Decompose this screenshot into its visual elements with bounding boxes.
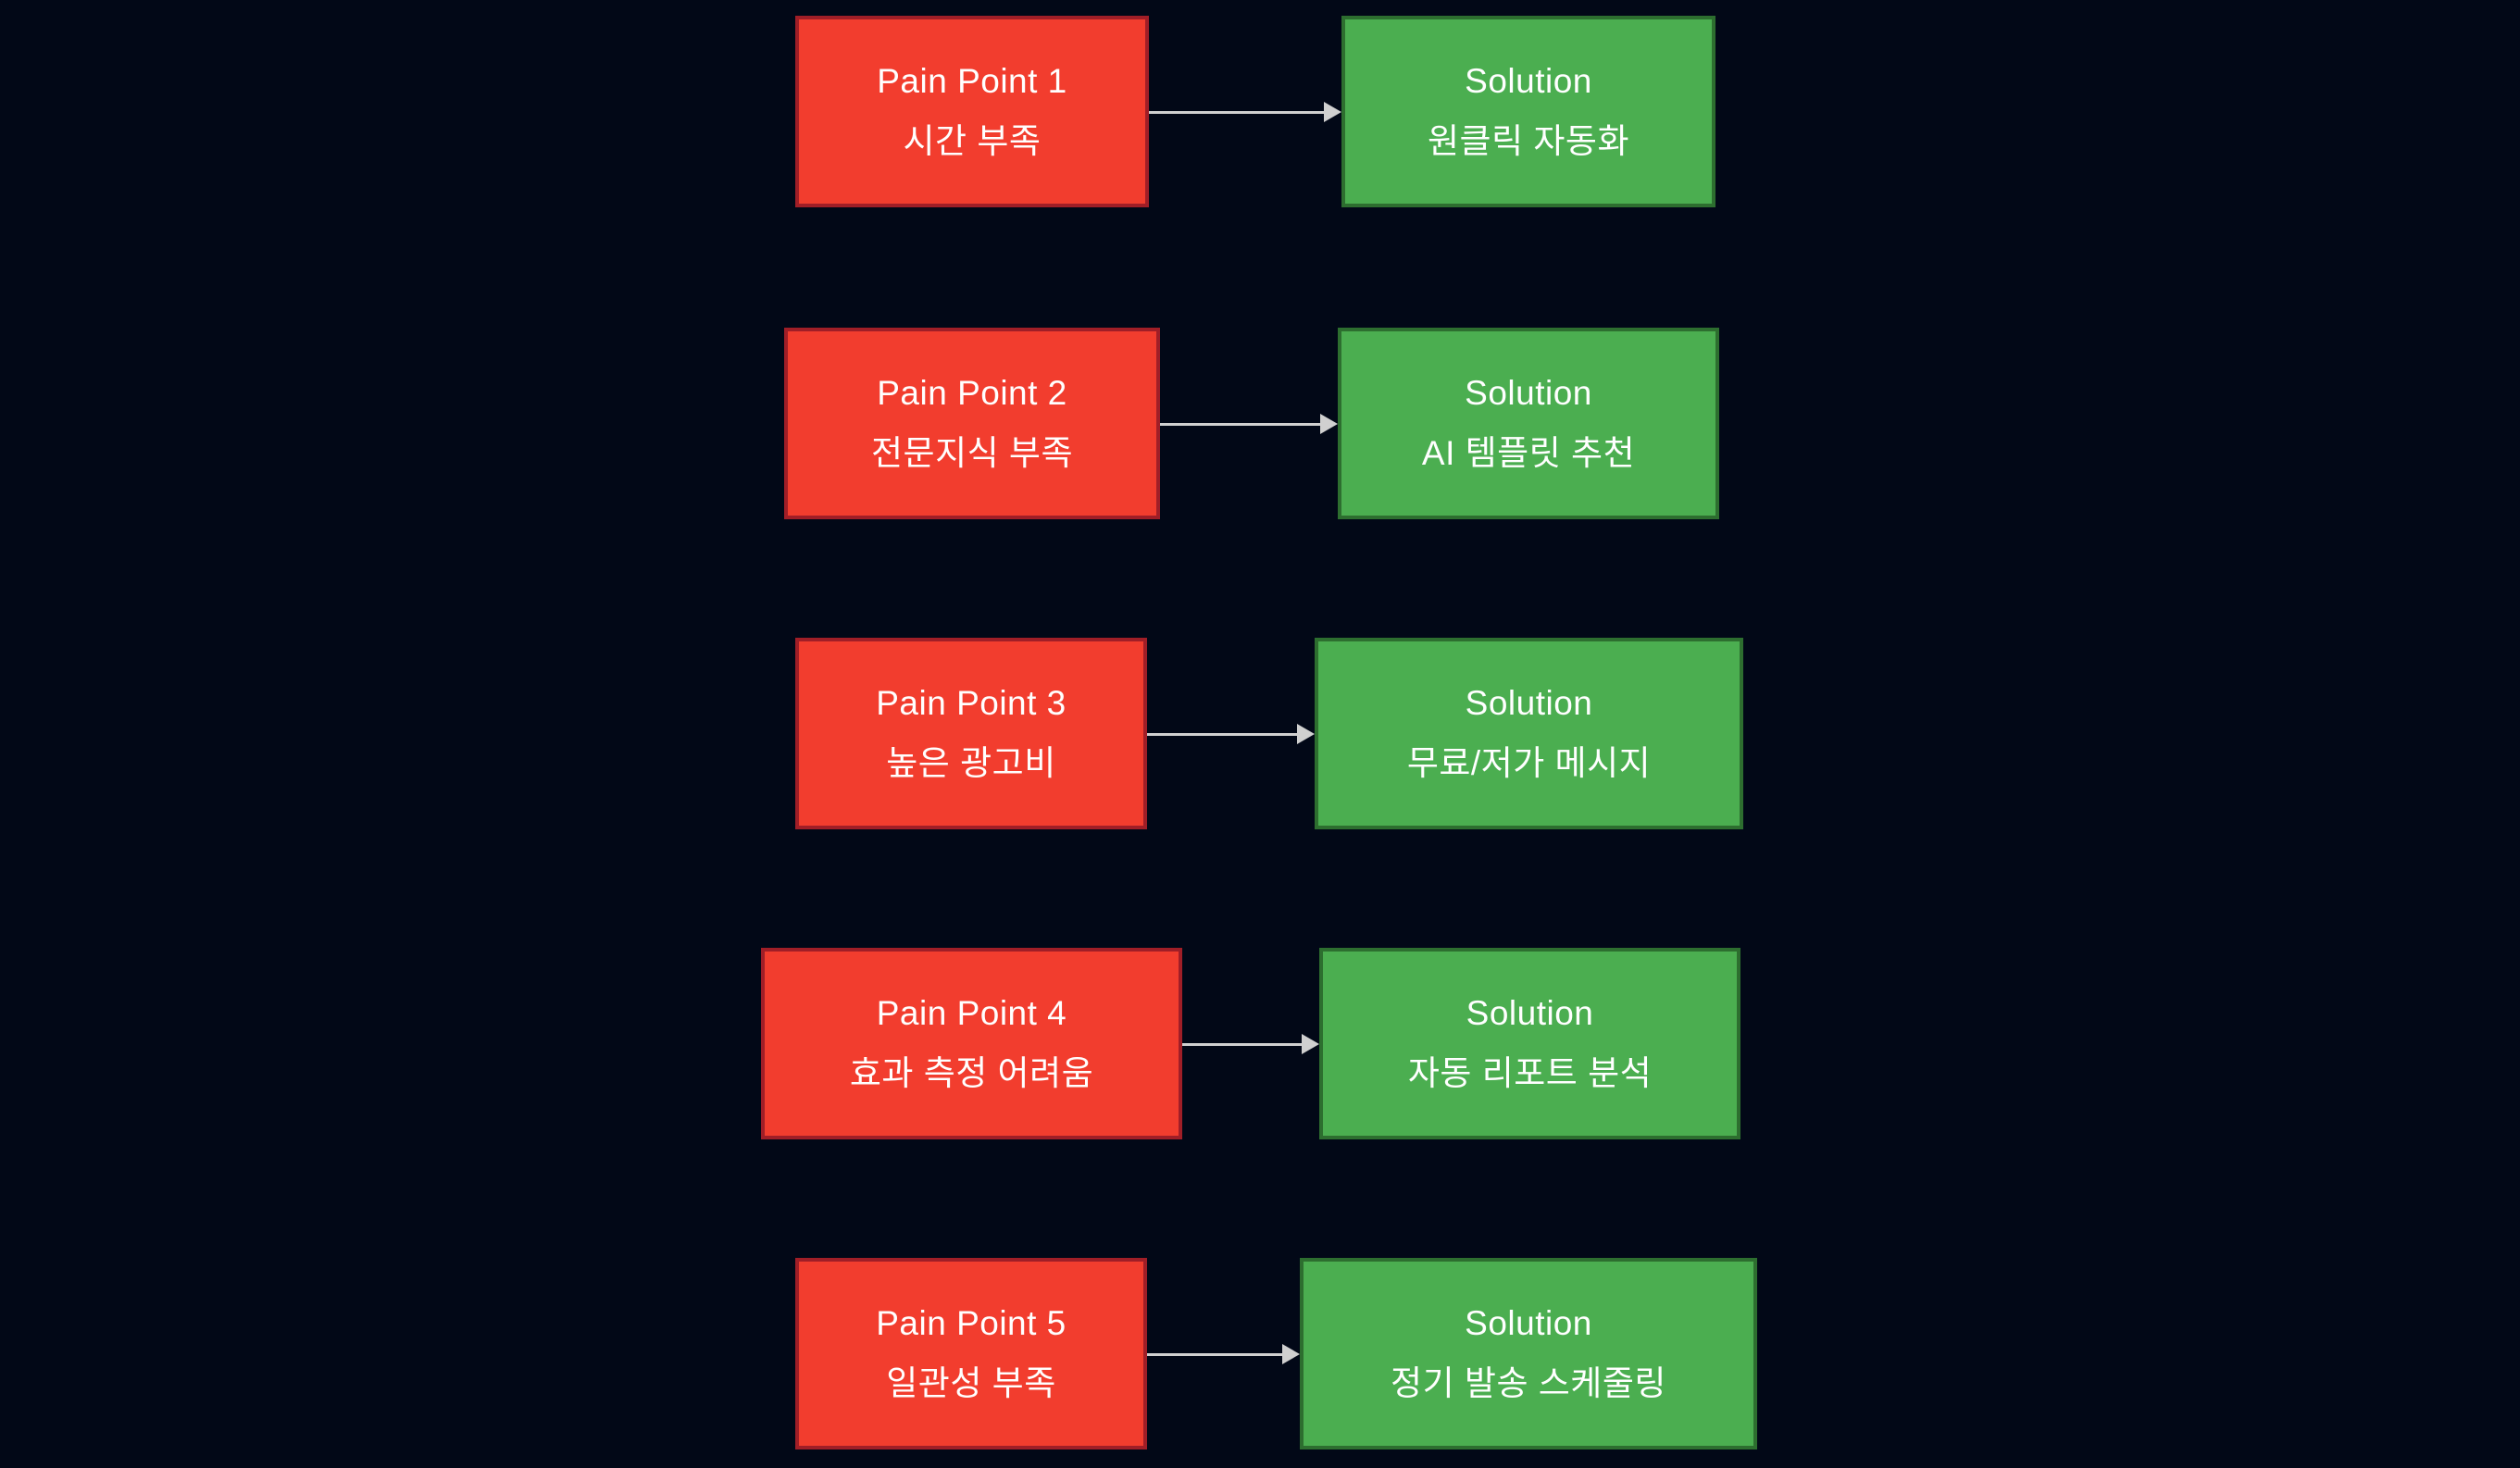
arrow-shaft	[1182, 1042, 1304, 1046]
arrow-shaft	[1149, 110, 1327, 114]
arrow-head-icon	[1282, 1344, 1300, 1364]
node-label: 효과 측정 어려움	[849, 1053, 1094, 1092]
arrow-connector-2	[1160, 413, 1338, 435]
node-title: Solution	[1465, 683, 1593, 722]
node-title: Pain Point 3	[876, 683, 1067, 722]
node-title: Pain Point 2	[877, 373, 1067, 412]
node-label: 전문지식 부족	[870, 433, 1074, 472]
node-title: Solution	[1465, 61, 1592, 100]
node-label: 자동 리포트 분석	[1407, 1053, 1653, 1092]
pain-point-4-node: Pain Point 4 효과 측정 어려움	[761, 948, 1182, 1139]
pain-point-2-node: Pain Point 2 전문지식 부족	[784, 328, 1160, 519]
solution-1-node: Solution 원클릭 자동화	[1341, 16, 1715, 207]
node-title: Pain Point 1	[877, 61, 1067, 100]
node-label: 무료/저가 메시지	[1406, 743, 1652, 782]
arrow-shaft	[1160, 422, 1323, 426]
arrow-shaft	[1147, 1352, 1285, 1356]
node-label: 일관성 부족	[886, 1363, 1056, 1402]
arrow-head-icon	[1320, 414, 1338, 434]
node-title: Solution	[1466, 993, 1594, 1032]
arrow-connector-1	[1149, 101, 1341, 123]
arrow-connector-5	[1147, 1343, 1300, 1365]
arrow-head-icon	[1297, 724, 1315, 744]
node-label: 정기 발송 스케줄링	[1391, 1363, 1666, 1402]
pain-point-5-node: Pain Point 5 일관성 부족	[795, 1258, 1147, 1449]
node-label: 시간 부족	[903, 121, 1042, 160]
solution-4-node: Solution 자동 리포트 분석	[1319, 948, 1740, 1139]
node-label: 원클릭 자동화	[1427, 121, 1630, 160]
solution-5-node: Solution 정기 발송 스케줄링	[1300, 1258, 1757, 1449]
arrow-shaft	[1147, 732, 1300, 736]
node-title: Solution	[1465, 373, 1592, 412]
node-label: 높은 광고비	[886, 743, 1056, 782]
arrow-head-icon	[1302, 1034, 1319, 1054]
pain-point-3-node: Pain Point 3 높은 광고비	[795, 638, 1147, 829]
arrow-connector-4	[1182, 1033, 1319, 1055]
node-title: Pain Point 4	[876, 993, 1067, 1032]
node-title: Pain Point 5	[876, 1303, 1067, 1342]
node-title: Solution	[1465, 1303, 1592, 1342]
pain-point-1-node: Pain Point 1 시간 부족	[795, 16, 1149, 207]
arrow-connector-3	[1147, 723, 1315, 745]
solution-2-node: Solution AI 템플릿 추천	[1338, 328, 1719, 519]
solution-3-node: Solution 무료/저가 메시지	[1315, 638, 1743, 829]
arrow-head-icon	[1324, 102, 1341, 122]
node-label: AI 템플릿 추천	[1421, 433, 1636, 472]
